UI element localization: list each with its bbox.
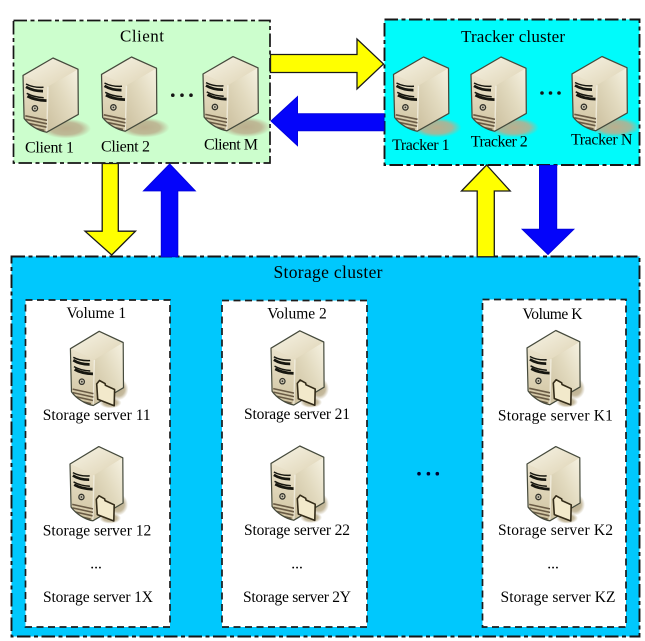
svg-text:Client: Client xyxy=(120,26,164,45)
svg-text:Storage server 2Y: Storage server 2Y xyxy=(243,589,351,606)
svg-text:Client 1: Client 1 xyxy=(25,140,74,157)
svg-text:Storage server KZ: Storage server KZ xyxy=(501,589,616,606)
svg-text:Client 2: Client 2 xyxy=(101,139,150,156)
svg-text:Storage server 22: Storage server 22 xyxy=(244,522,350,539)
svg-text:Client M: Client M xyxy=(204,137,258,154)
svg-text:Tracker cluster: Tracker cluster xyxy=(461,27,565,46)
svg-text:Storage server 21: Storage server 21 xyxy=(244,406,350,423)
svg-text:...: ... xyxy=(90,556,102,573)
svg-text:...: ... xyxy=(291,556,303,573)
svg-text:Storage server 12: Storage server 12 xyxy=(43,522,151,539)
svg-text:Volume K: Volume K xyxy=(523,306,584,323)
svg-text:Storage server 11: Storage server 11 xyxy=(43,407,151,424)
svg-text:Volume 1: Volume 1 xyxy=(67,305,127,322)
svg-text:Volume 2: Volume 2 xyxy=(267,306,327,323)
svg-text:Tracker 2: Tracker 2 xyxy=(471,134,528,151)
svg-text:Storage cluster: Storage cluster xyxy=(274,262,383,282)
svg-text:Storage server 1X: Storage server 1X xyxy=(43,589,153,606)
svg-text:...: ... xyxy=(547,556,559,573)
svg-text:Tracker N: Tracker N xyxy=(571,132,633,149)
svg-text:Storage server K1: Storage server K1 xyxy=(498,408,613,425)
svg-text:Storage server K2: Storage server K2 xyxy=(498,522,613,539)
svg-text:Tracker 1: Tracker 1 xyxy=(392,137,450,154)
